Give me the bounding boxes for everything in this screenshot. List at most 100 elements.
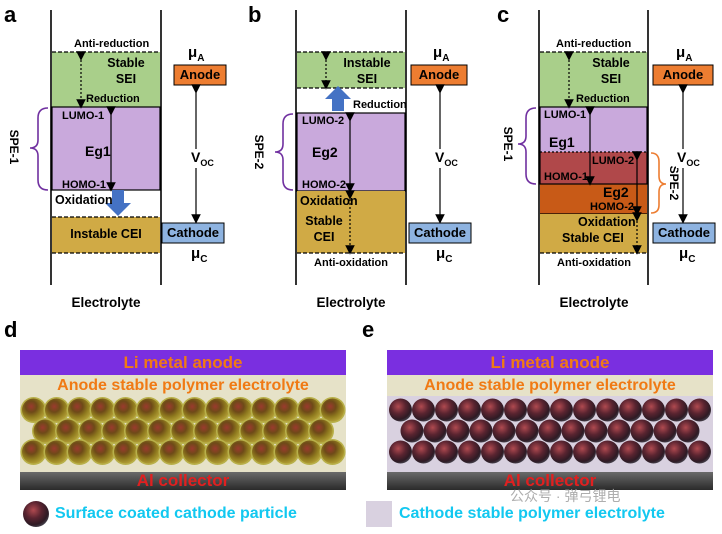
panel-c-mu-a: μA bbox=[676, 44, 693, 64]
cathode-particle bbox=[458, 398, 481, 422]
cathode-particle bbox=[321, 398, 344, 422]
panel-c-gap1: Eg1 bbox=[549, 134, 575, 150]
cathode-particle bbox=[665, 398, 688, 422]
cathode-particle bbox=[206, 440, 229, 464]
cathode-particle bbox=[217, 419, 241, 443]
cathode-particle bbox=[68, 398, 91, 422]
cathode-particle bbox=[642, 440, 665, 464]
panel-e-anode-label: Li metal anode bbox=[490, 353, 610, 372]
panel-c-electrolyte: Electrolyte bbox=[559, 295, 629, 310]
panel-d-li-anode bbox=[20, 350, 346, 375]
cathode-particle bbox=[389, 440, 412, 464]
cathode-particle bbox=[56, 419, 80, 443]
cathode-particle bbox=[22, 398, 45, 422]
cathode-particle bbox=[91, 398, 114, 422]
panel-a-anti-reduction: Anti-reduction bbox=[74, 38, 150, 50]
panel-c-oxidation: Oxidation bbox=[578, 215, 636, 229]
cathode-particle bbox=[665, 440, 688, 464]
cathode-particle bbox=[435, 398, 458, 422]
panel-b-reduction: Reduction bbox=[353, 99, 407, 111]
cathode-particle bbox=[309, 419, 333, 443]
cathode-particle bbox=[596, 398, 619, 422]
panel-c-diagram bbox=[517, 10, 716, 285]
panel-e-li-anode bbox=[387, 350, 713, 375]
panel-c-anode-label: Anode bbox=[662, 67, 704, 82]
cathode-particle bbox=[481, 440, 504, 464]
cathode-particle bbox=[91, 440, 114, 464]
panel-a-mu-a: μA bbox=[188, 44, 205, 64]
cathode-particle bbox=[194, 419, 218, 443]
cathode-particle bbox=[492, 419, 516, 443]
panel-c-sei-label: SEI bbox=[600, 72, 622, 86]
panel-c-lumo1: LUMO-1 bbox=[544, 109, 587, 121]
panel-c-lumo2: LUMO-2 bbox=[592, 155, 635, 167]
cathode-particle bbox=[240, 419, 264, 443]
panel-a-homo: HOMO-1 bbox=[62, 179, 106, 191]
cathode-particle bbox=[22, 440, 45, 464]
panel-b-diagram bbox=[274, 10, 472, 285]
panel-c-stable-label: Stable bbox=[592, 56, 630, 70]
cathode-particle bbox=[183, 440, 206, 464]
panel-b-spe2-brace bbox=[274, 113, 294, 191]
panel-c-gap2: Eg2 bbox=[603, 184, 629, 200]
panel-b-instable-label: Instable bbox=[343, 56, 391, 70]
cathode-particle bbox=[412, 398, 435, 422]
panel-a-cei: Instable CEI bbox=[70, 227, 142, 241]
panel-c-anti-reduction: Anti-reduction bbox=[556, 38, 632, 50]
cathode-particle bbox=[435, 440, 458, 464]
cathode-particle bbox=[160, 398, 183, 422]
cathode-particle bbox=[630, 419, 654, 443]
cathode-particle bbox=[527, 440, 550, 464]
panel-c-voc: VOC bbox=[676, 149, 701, 168]
cathode-particle bbox=[286, 419, 310, 443]
panel-b-stable-label: Stable bbox=[305, 214, 343, 228]
cathode-particle bbox=[481, 398, 504, 422]
panel-b-anode-label: Anode bbox=[418, 67, 460, 82]
panel-b-electrolyte: Electrolyte bbox=[316, 295, 386, 310]
legend-particle-marker bbox=[23, 501, 49, 527]
cathode-particle bbox=[389, 398, 412, 422]
panel-a-cathode-label: Cathode bbox=[167, 225, 219, 240]
cathode-particle bbox=[676, 419, 700, 443]
cathode-particle bbox=[584, 419, 608, 443]
cathode-particle bbox=[515, 419, 539, 443]
cathode-particle bbox=[573, 440, 596, 464]
cathode-particle bbox=[229, 398, 252, 422]
panel-a-stable-label: Stable bbox=[107, 56, 145, 70]
cathode-particle bbox=[252, 440, 275, 464]
panel-label-b: b bbox=[248, 2, 262, 27]
panel-c-mu-c: μC bbox=[679, 245, 696, 265]
cathode-particle bbox=[275, 398, 298, 422]
cathode-particle bbox=[527, 398, 550, 422]
panel-b-voc: VOC bbox=[434, 149, 459, 168]
legend-cathode-spe-swatch bbox=[366, 501, 392, 527]
panel-b-sei-region bbox=[297, 52, 405, 88]
cathode-particle bbox=[160, 440, 183, 464]
cathode-particle bbox=[114, 398, 137, 422]
panel-b-mu-a: μA bbox=[433, 44, 450, 64]
legend-particle-label: Surface coated cathode particle bbox=[55, 505, 297, 522]
panel-a-oxidation: Oxidation bbox=[55, 193, 113, 207]
panel-b-reduction-arrow bbox=[325, 86, 351, 111]
panel-c-anti-oxidation: Anti-oxidation bbox=[557, 257, 631, 269]
panel-b-spe-label: SPE-2 bbox=[252, 134, 266, 170]
panel-c-spe1-brace bbox=[517, 107, 537, 185]
panel-c-sei-region bbox=[540, 52, 647, 107]
panel-c-stable-cei: Stable CEI bbox=[562, 231, 624, 245]
cathode-particle bbox=[423, 419, 447, 443]
cathode-particle bbox=[102, 419, 126, 443]
panel-a-electrolyte: Electrolyte bbox=[71, 295, 141, 310]
cathode-particle bbox=[229, 440, 252, 464]
panel-b-lumo: LUMO-2 bbox=[302, 115, 345, 127]
panel-c-homo1: HOMO-1 bbox=[544, 171, 588, 183]
panel-e-collector-label: Al collector bbox=[503, 471, 597, 490]
panel-a-sei-label: SEI bbox=[115, 72, 137, 86]
panel-a-gap: Eg1 bbox=[85, 143, 111, 159]
panel-a-mu-c: μC bbox=[191, 245, 208, 265]
panel-e-collector bbox=[387, 472, 713, 490]
panel-b-oxidation: Oxidation bbox=[300, 194, 358, 208]
panel-a-oxidation-arrow bbox=[105, 190, 131, 216]
panel-b-cathode-label: Cathode bbox=[414, 225, 466, 240]
cathode-particle bbox=[538, 419, 562, 443]
